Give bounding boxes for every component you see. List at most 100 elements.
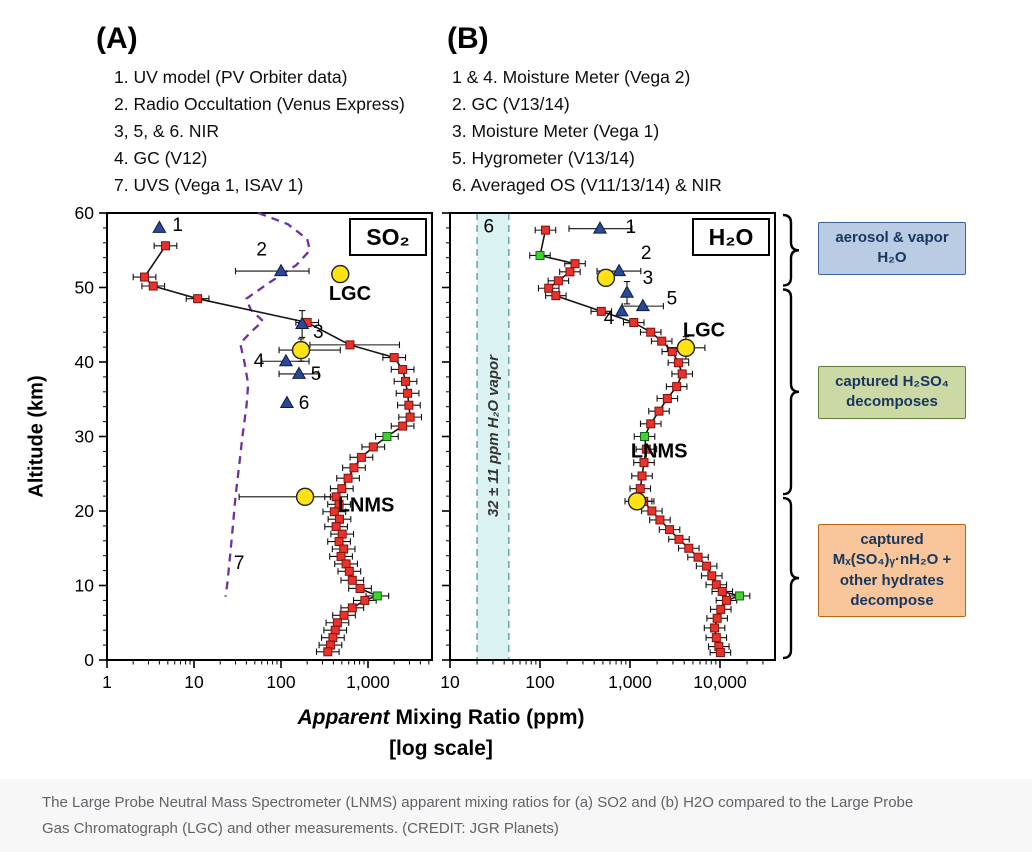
annotation-6: 6 [299, 393, 310, 414]
annotation-2: 2 [641, 243, 652, 264]
red-square-marker [148, 281, 158, 291]
legend-a: 1. UV model (PV Orbiter data)2. Radio Oc… [114, 64, 405, 199]
legend-item: 3. Moisture Meter (Vega 1) [452, 121, 660, 141]
red-square-marker [389, 353, 399, 363]
red-square-marker [336, 551, 346, 561]
red-square-marker [349, 463, 359, 473]
x-tick-label: 1 [102, 672, 112, 692]
red-square-marker [341, 559, 351, 569]
x-axis-scale-note: [log scale] [389, 737, 493, 760]
yellow-circle-marker [331, 264, 350, 284]
x-tick-label: 100 [266, 672, 295, 692]
annotation-4: 4 [604, 308, 615, 329]
red-square-marker [702, 561, 712, 571]
gas-label: SO₂ [366, 224, 409, 250]
x-axis-title-rest: Mixing Ratio (ppm) [389, 706, 585, 729]
blue-triangle-marker [152, 220, 167, 233]
red-square-marker [654, 406, 664, 416]
red-square-marker [331, 522, 341, 532]
red-square-marker [647, 506, 657, 516]
red-square-marker [646, 419, 656, 429]
red-square-marker [401, 376, 411, 386]
yellow-circle-marker [291, 340, 311, 360]
blue-triangle-marker [592, 221, 608, 234]
red-square-marker [360, 595, 370, 605]
red-square-marker [405, 412, 415, 422]
legend-item: 3, 5, & 6. NIR [114, 121, 220, 141]
red-square-marker [635, 484, 645, 494]
red-square-marker [721, 595, 731, 605]
red-square-marker [711, 633, 721, 643]
red-square-marker [330, 625, 340, 635]
red-square-marker [716, 604, 726, 614]
red-square-marker [398, 364, 408, 374]
red-square-marker [629, 318, 639, 328]
blue-triangle-marker [291, 366, 307, 379]
altitude-range-brace-2 [782, 496, 800, 660]
legend-b: 1 & 4. Moisture Meter (Vega 2)2. GC (V13… [452, 64, 722, 199]
x-tick-label: 1,000 [346, 672, 390, 692]
blue-triangle-marker [635, 298, 650, 312]
red-square-marker [673, 358, 683, 368]
annotation-lnms: LNMS [631, 440, 688, 462]
annotation-3: 3 [313, 322, 324, 343]
red-square-marker [662, 394, 672, 404]
red-square-marker [347, 603, 357, 613]
legend-item: 5. Hygrometer (V13/14) [452, 148, 635, 168]
green-square-marker [640, 432, 650, 441]
red-square-marker [337, 529, 347, 539]
red-square-marker [329, 507, 339, 517]
red-square-marker [657, 336, 667, 346]
red-square-marker [345, 340, 355, 350]
legend-item: 1. UV model (PV Orbiter data) [114, 67, 348, 87]
gas-label-box [692, 218, 770, 256]
x-tick-label: 100 [525, 672, 554, 692]
red-square-marker [553, 276, 563, 286]
red-square-marker [693, 552, 703, 562]
y-axis-title: Altitude (km) [25, 375, 48, 498]
blue-triangle-marker [273, 263, 289, 277]
red-square-marker [332, 618, 342, 628]
annotation-1: 1 [625, 217, 636, 238]
blue-triangle-marker [295, 316, 310, 330]
gas-label-box [349, 218, 427, 256]
red-square-marker [334, 537, 344, 547]
y-tick-label: 20 [75, 501, 95, 521]
h2o-vapor-band [477, 213, 509, 660]
yellow-circle-marker [596, 268, 616, 288]
red-square-marker [356, 452, 366, 462]
red-square-marker [368, 442, 378, 452]
red-square-marker [323, 647, 333, 657]
annotation-7: 7 [234, 553, 245, 574]
red-square-marker [334, 499, 344, 509]
x-axis-title-italic: Apparent [297, 706, 390, 729]
annotation-box-aerosol-vapor: aerosol & vapor H₂O [818, 222, 966, 275]
red-square-marker [355, 583, 365, 593]
green-square-marker [735, 591, 745, 601]
red-square-marker [565, 267, 575, 277]
annotation-lnms: LNMS [338, 495, 395, 517]
x-tick-label: 1,000 [608, 672, 652, 692]
red-square-marker [328, 633, 338, 643]
panel-b-header: (B) [447, 22, 489, 55]
red-square-marker [677, 369, 687, 379]
red-square-marker [193, 294, 203, 304]
x-tick-label: 10 [440, 672, 460, 692]
red-square-marker [398, 421, 408, 431]
red-square-marker [551, 291, 561, 301]
red-square-marker [339, 544, 349, 554]
y-tick-label: 30 [75, 427, 95, 447]
red-square-marker [343, 473, 353, 483]
annotation-6: 6 [484, 216, 495, 237]
legend-item: 7. UVS (Vega 1, ISAV 1) [114, 175, 304, 195]
red-square-marker [711, 580, 721, 590]
red-square-marker [712, 613, 722, 623]
red-square-marker [540, 225, 550, 235]
legend-item: 4. GC (V12) [114, 148, 208, 168]
red-square-marker [344, 566, 354, 576]
annotation-4: 4 [254, 351, 265, 372]
blue-triangle-marker [619, 285, 635, 298]
red-square-marker [674, 534, 684, 544]
